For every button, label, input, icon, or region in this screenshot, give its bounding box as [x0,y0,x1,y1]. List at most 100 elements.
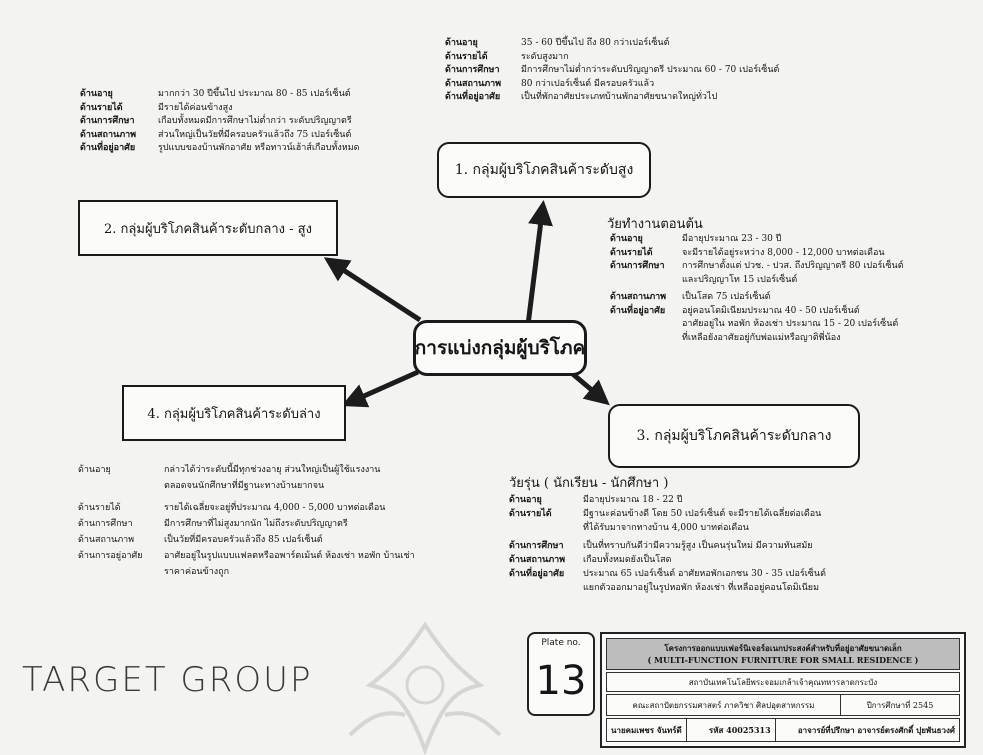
info-label: ด้านรายได้ [78,503,121,513]
info-value: เป็นโสด 75 เปอร์เซ็นต์ [682,292,771,302]
info-row: ด้านการศึกษามีการศึกษาไม่ต่ำกว่าระดับปริ… [445,64,779,78]
info-row: ราคาค่อนข้างถูก [78,564,415,580]
info-value: มีการศึกษาที่ไม่สูงมากนัก ไม่ถึงระดับปริ… [164,519,348,529]
info-label: ด้านที่อยู่อาศัย [509,569,565,579]
info-label: ด้านรายได้ [80,102,123,113]
info-group-5: ด้านอายุมีอายุประมาณ 18 - 22 ปี ด้านรายไ… [509,493,826,595]
info-value: รูปแบบของบ้านพักอาศัย หรือทาวน์เฮ้าส์เกื… [158,143,360,153]
info-label [610,318,682,332]
university-emblem-watermark [348,621,502,755]
advisor-name: อาจารย์ที่ปรึกษา อาจารย์ตรงศักดิ์ ปุยพัน… [797,724,955,735]
info-label: ด้านอายุ [445,38,478,48]
info-row: ด้านที่อยู่อาศัยรูปแบบของบ้านพักอาศัย หร… [80,142,360,156]
info-row: ด้านสถานภาพส่วนใหญ่เป็นวัยที่มีครอบครัวแ… [80,129,360,143]
info-value: กล่าวได้ว่าระดับนี้มีทุกช่วงอายุ ส่วนใหญ… [164,465,381,475]
info-label: ด้านสถานภาพ [445,78,502,89]
info-value: เป็นวัยที่มีครอบครัวแล้วถึง 85 เปอร์เซ็น… [164,535,323,545]
info-row: ตลอดจนนักศึกษาที่มีฐานะทางบ้านยากจน [78,478,415,494]
info-value: รายได้เฉลี่ยจะอยู่ที่ประมาณ 4,000 - 5,00… [164,503,386,513]
info-value: ประมาณ 65 เปอร์เซ็นต์ อาศัยหอพักเอกชน 30… [583,569,826,579]
info-value: มีอายุประมาณ 18 - 22 ปี [583,495,683,505]
info-label [78,564,164,580]
arrow-to-group-4 [341,369,420,408]
plate-number: 13 [535,658,587,704]
group-2-box: 2. กลุ่มผู้บริโภคสินค้าระดับกลาง - สูง [78,200,338,256]
info-label [78,478,164,494]
student-id: รหัส 40025313 [705,719,776,741]
info-value: เกือบทั้งหมดมีการศึกษาไม่ต่ำกว่า ระดับปร… [158,116,352,126]
info-value: 80 กว่าเปอร์เซ็นต์ มีครอบครัวแล้ว [521,78,655,89]
info-label: ด้านรายได้ [445,51,488,62]
info-value: มากกว่า 30 ปีขึ้นไป ประมาณ 80 - 85 เปอร์… [158,89,351,99]
info-row: ด้านรายได้จะมีรายได้อยู่ระหว่าง 8,000 - … [610,247,904,261]
info-row: ด้านการศึกษา การศึกษาตั้งแต่ ปวช. - ปวส. … [610,260,904,274]
info-label: ด้านการศึกษา [80,116,135,126]
info-row: และปริญญาโท 15 เปอร์เซ็นต์ [610,274,904,288]
info-value: 35 - 60 ปีขึ้นไป ถึง 80 กว่าเปอร์เซ็นต์ [521,38,670,48]
info-row: ด้านการศึกษา เกือบทั้งหมดมีการศึกษาไม่ต่ำ… [80,115,360,129]
info-value: มีฐานะค่อนข้างดี โดย 50 เปอร์เซ็นต์ จะมี… [583,509,822,519]
info-value: ตลอดจนนักศึกษาที่มีฐานะทางบ้านยากจน [164,481,325,491]
info-value: การศึกษาตั้งแต่ ปวช. - ปวส. ถึงปริญญาตรี… [682,261,904,271]
title-block: โครงการออกแบบเฟอร์นิเจอร์อเนกประสงค์สำหร… [600,632,966,748]
info-value: แยกตัวออกมาอยู่ในรูปหอพัก ห้องเช่า ที่เห… [583,583,820,593]
info-label: ด้านสถานภาพ [509,555,566,565]
info-label: ด้านที่อยู่อาศัย [445,92,501,102]
info-label [509,581,583,595]
info-value: เป็นที่ทราบกันดีว่ามีความรู้สูง เป็นคนรุ… [583,541,813,551]
info-label [509,521,583,535]
info-group-4: ด้านอายุกล่าวได้ว่าระดับนี้มีทุกช่วงอายุ… [78,462,415,580]
arrow-to-group-1 [525,200,553,326]
info-value: และปริญญาโท 15 เปอร์เซ็นต์ [682,274,798,285]
academic-year: ปีการศึกษาที่ 2545 [866,700,934,710]
info-value: อาศัยอยู่ในรูปแบบแฟลตหรืออพาร์ตเม้นต์ ห้… [164,551,415,561]
info-label: ด้านที่อยู่อาศัย [610,305,666,316]
group-3-label: 3. กลุ่มผู้บริโภคสินค้าระดับกลาง [636,428,832,444]
info-value: ระดับสูงมาก [521,51,569,62]
info-value: ราคาค่อนข้างถูก [164,567,230,577]
group-4-box: 4. กลุ่มผู้บริโภคสินค้าระดับล่าง [122,385,346,441]
info-label: ด้านอายุ [80,89,113,99]
info-label: ด้านการศึกษา [610,261,665,271]
info-row: ด้านอายุ มากกว่า 30 ปีขึ้นไป ประมาณ 80 - … [80,88,360,102]
info-value: เกือบทั้งหมดยังเป็นโสด [583,555,672,565]
project-title-row: โครงการออกแบบเฟอร์นิเจอร์อเนกประสงค์สำหร… [606,638,960,670]
info-value: ส่วนใหญ่เป็นวัยที่มีครอบครัวแล้วถึง 75 เ… [158,129,352,140]
info-3-heading: วัยทำงานตอนต้น [607,217,703,232]
info-group-2: ด้านอายุ มากกว่า 30 ปีขึ้นไป ประมาณ 80 - … [80,88,360,156]
project-title-english: ( MULTI-FUNCTION FURNITURE FOR SMALL RES… [647,655,919,665]
info-group-1: ด้านอายุ 35 - 60 ปีขึ้นไป ถึง 80 กว่าเปอร… [445,37,779,105]
info-row: อาศัยอยู่ใน หอพัก ห้องเช่า ประมาณ 15 - 2… [610,318,904,332]
student-name: นายคมเพชร จันทร์ดี [607,719,687,741]
info-row: ด้านสถานภาพเป็นวัยที่มีครอบครัวแล้วถึง 8… [78,532,415,548]
university-name: สถาบันเทคโนโลยีพระจอมเกล้าเจ้าคุณทหารลาด… [688,677,878,687]
info-row: ด้านรายได้ รายได้เฉลี่ยจะอยู่ที่ประมาณ 4,… [78,500,415,516]
info-value: อาศัยอยู่ใน หอพัก ห้องเช่า ประมาณ 15 - 2… [682,319,899,329]
info-value: มีการศึกษาไม่ต่ำกว่าระดับปริญญาตรี ประมา… [521,65,780,75]
info-label: ด้านรายได้ [509,509,552,519]
info-label: ด้านอายุ [610,234,643,244]
info-label: ด้านรายได้ [610,247,653,258]
central-node: การแบ่งกลุ่มผู้บริโภค [413,320,587,376]
info-label: ด้านสถานภาพ [610,292,667,302]
info-row: ที่ได้รับมาจากทางบ้าน 4,000 บาทต่อเดือน [509,521,826,535]
info-label [610,332,682,346]
info-row: ด้านอายุมีอายุประมาณ 18 - 22 ปี [509,493,826,507]
info-value: ที่ได้รับมาจากทางบ้าน 4,000 บาทต่อเดือน [583,523,749,533]
info-row: ด้านที่อยู่อาศัย อยู่คอนโดมิเนียมประมาณ 4… [610,305,904,319]
info-label: ด้านการศึกษา [78,519,133,529]
info-value: เป็นที่พักอาศัยประเภทบ้านพักอาศัยขนาดใหญ… [521,92,718,102]
info-value: ที่เหลือยังอาศัยอยู่กับพ่อแม่หรือญาติพี่… [682,332,841,343]
info-value: มีรายได้ค่อนข้างสูง [158,102,233,113]
arrow-to-group-2 [323,257,422,323]
faculty-name: คณะสถาปัตยกรรมศาสตร์ ภาควิชา ศิลปอุตสาหก… [607,695,841,715]
info-5-heading: วัยรุ่น ( นักเรียน - นักศึกษา ) [509,476,669,491]
info-group-3: ด้านอายุมีอายุประมาณ 23 - 30 ปี ด้านรายไ… [610,233,904,345]
info-label: ด้านการอยู่อาศัย [78,551,143,561]
info-row: ด้านการศึกษา มีการศึกษาที่ไม่สูงมากนัก ไม… [78,516,415,532]
info-row: แยกตัวออกมาอยู่ในรูปหอพัก ห้องเช่า ที่เห… [509,581,826,595]
group-3-box: 3. กลุ่มผู้บริโภคสินค้าระดับกลาง [608,404,860,468]
plate-label: Plate no. [541,638,581,648]
info-value: อยู่คอนโดมิเนียมประมาณ 40 - 50 เปอร์เซ็น… [682,305,860,316]
